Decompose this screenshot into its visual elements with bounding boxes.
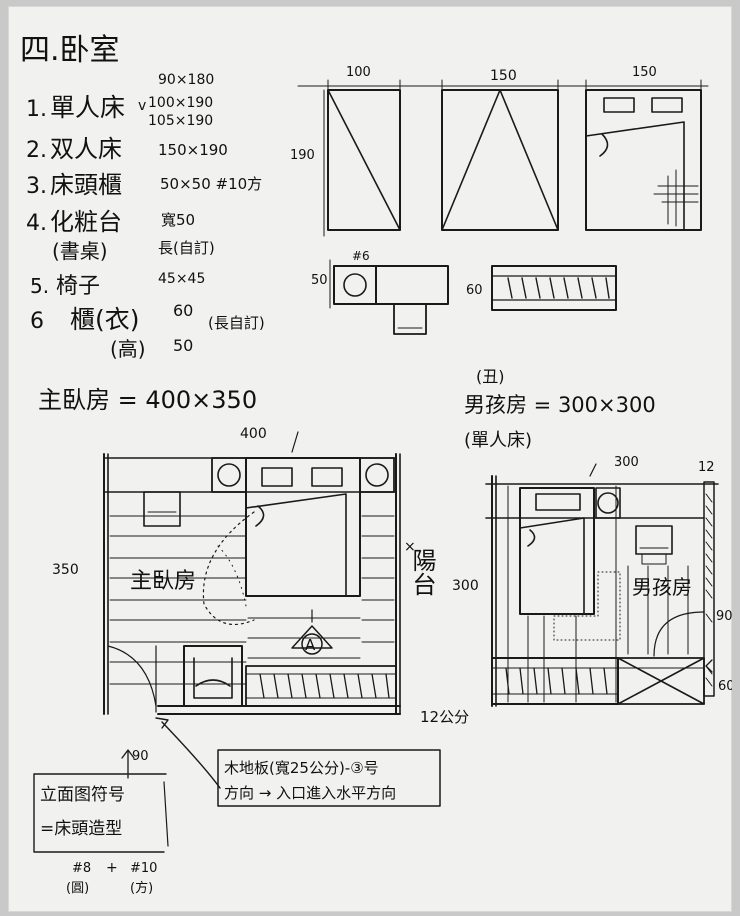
double-bed2-width-label: 150 — [632, 65, 657, 80]
item-6-dim-a: 60 — [173, 301, 193, 320]
item-4-dim-a: 寬50 — [161, 211, 195, 229]
elevation-marker: A — [291, 609, 333, 655]
wardrobe-symbol: 60 — [466, 265, 617, 311]
item-2-no: 2. — [26, 138, 47, 163]
boy-wall-label: 12 — [698, 460, 715, 475]
legend-right-sub: (方) — [130, 880, 153, 896]
elevation-marker-letter: A — [305, 636, 316, 654]
floor-note-line2: 方向 → 入口進入水平方向 — [224, 784, 396, 802]
boy-side-dim-label: 60 — [718, 679, 732, 694]
item-6-dim-b: 50 — [173, 336, 193, 355]
legend-left: #8 — [72, 861, 91, 876]
master-heading: 主臥房 = 400×350 — [38, 386, 257, 414]
master-width-label: 400 — [240, 426, 267, 442]
svg-text:×: × — [404, 539, 416, 555]
furniture-symbols: 100 150 150 190 — [290, 65, 709, 335]
item-4-no: 4. — [26, 211, 47, 236]
item-4-name: 化粧台 — [50, 208, 122, 236]
wall-thickness-label: 12公分 — [420, 708, 469, 726]
drawing-sheet: 四.卧室 1. 單人床 v 90×180 100×190 105×190 2. … — [8, 6, 732, 912]
item-6-note: (長自訂) — [208, 314, 265, 332]
symbol-note-line2: =床頭造型 — [40, 819, 122, 839]
notes-area: 木地板(寬25公分)-③号 方向 → 入口進入水平方向 90 立面图符号 =床頭… — [33, 717, 441, 896]
single-bed-width-label: 100 — [346, 65, 371, 80]
nightstand-mark-label: #6 — [352, 249, 370, 263]
boy-room-heading: 男孩房 = 300×300 — [464, 393, 656, 417]
item-5-name: 椅子 — [56, 274, 100, 299]
symbol-note-line1: 立面图符号 — [40, 785, 125, 805]
item-3-dim: 50×50 #10方 — [160, 175, 262, 193]
item-6-no: 6 — [30, 309, 44, 334]
item-5-dim: 45×45 — [158, 271, 205, 287]
master-bedroom-plan: 主臥房 = 400×350 400 350 — [38, 386, 479, 726]
boy-room-plan: (丑) 男孩房 = 300×300 (單人床) 300 12 — [464, 367, 732, 707]
legend-plus: + — [106, 860, 118, 876]
balcony-dim-label: 300 — [452, 578, 479, 594]
item-3-no: 3. — [26, 174, 47, 199]
boy-door-dim-label: 90 — [716, 609, 732, 624]
item-1-dim-c: 105×190 — [148, 113, 213, 129]
double-bed-width-label: 150 — [490, 68, 517, 84]
item-6-sub: (高) — [110, 337, 146, 361]
item-5-no: 5. — [30, 274, 49, 298]
item-4-sub: (書桌) — [52, 239, 108, 263]
floor-note-box — [217, 749, 441, 807]
double-bed-pillow-symbol — [585, 89, 702, 231]
legend-left-sub: (圓) — [66, 881, 89, 896]
boy-room-subheading: (單人床) — [464, 430, 532, 451]
balcony-label: 陽台 — [408, 548, 436, 596]
north-dim-label: 90 — [132, 749, 149, 764]
furniture-list: 四.卧室 1. 單人床 v 90×180 100×190 105×190 2. … — [20, 33, 265, 361]
item-2-dim: 150×190 — [158, 141, 228, 159]
item-4-dim-b: 長(自訂) — [158, 239, 215, 257]
item-1-dim-a: 90×180 — [158, 72, 214, 88]
section-title: 四.卧室 — [20, 33, 120, 68]
item-2-name: 双人床 — [50, 135, 122, 163]
boy-width-label: 300 — [614, 455, 639, 470]
item-1-mark: v — [138, 98, 146, 114]
master-room-label: 主臥房 — [130, 569, 196, 594]
double-bed-symbol — [441, 89, 559, 231]
nightstand-desk-symbol: 50 #6 — [311, 249, 449, 335]
item-1-name: 單人床 — [50, 93, 125, 122]
item-3-name: 床頭櫃 — [50, 171, 122, 199]
single-bed-symbol — [323, 89, 401, 237]
boy-room-label: 男孩房 — [632, 575, 692, 599]
floor-note-line1: 木地板(寬25公分)-③号 — [224, 759, 379, 777]
legend-right: #10 — [130, 861, 157, 876]
master-height-label: 350 — [52, 562, 79, 578]
floor-plan-drawing: 四.卧室 1. 單人床 v 90×180 100×190 105×190 2. … — [20, 33, 732, 896]
item-6-name: 櫃(衣) — [70, 305, 140, 334]
item-1-dim-b: 100×190 — [148, 95, 213, 111]
boy-room-prefix: (丑) — [476, 367, 505, 386]
item-1-no: 1. — [26, 97, 47, 122]
nightstand-size-label: 50 — [311, 273, 328, 288]
bed-length-label: 190 — [290, 148, 315, 163]
wardrobe-depth-label: 60 — [466, 283, 483, 298]
